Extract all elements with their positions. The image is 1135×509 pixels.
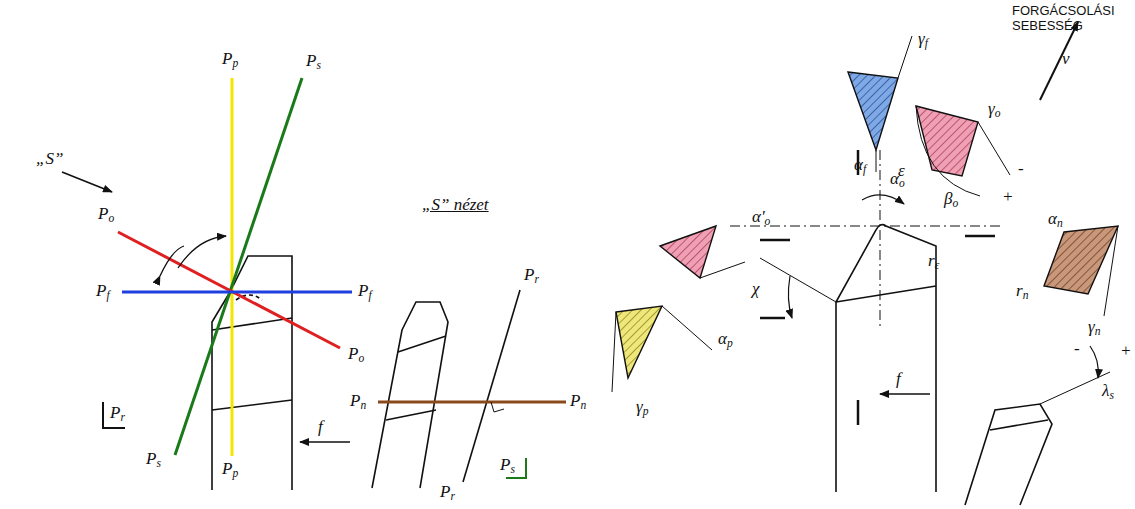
angle-label: αp [718, 330, 733, 351]
section-mark [760, 317, 785, 320]
angle-label: γp [636, 398, 648, 419]
reference-line [760, 258, 836, 302]
angle-label: λs [1102, 382, 1114, 403]
hatched-section [616, 306, 662, 378]
view-label: ε [898, 162, 905, 181]
view-label: f [318, 418, 323, 437]
feed-arrow [880, 393, 930, 395]
insert-line [386, 410, 436, 420]
insert-line [212, 400, 292, 410]
angle-label: rε [928, 252, 939, 273]
tool-outline [965, 404, 1052, 505]
view-label: v [1062, 50, 1070, 69]
plane-label: Pn [350, 392, 366, 413]
hatched-section [1044, 226, 1118, 294]
view-label: + [1002, 188, 1013, 207]
plane-pf [122, 291, 352, 294]
reference-line [700, 262, 745, 278]
right-angle [491, 402, 504, 412]
insert-line [990, 420, 1048, 430]
plane-label: Pf [358, 282, 372, 303]
plane-label: Ps [306, 52, 321, 73]
plane-label: Po [348, 345, 364, 366]
section-gamma-f [848, 36, 912, 172]
section-mark [857, 400, 860, 425]
reference-line [898, 36, 912, 78]
section-alpha-o-prime [660, 226, 745, 278]
view-label: FORGÁCSOLÁSI SEBESSÉG [1012, 4, 1130, 34]
angle-arc [1090, 346, 1098, 378]
angle-label: βo [944, 190, 958, 211]
hatched-section [916, 106, 978, 176]
plane-ps [175, 78, 302, 455]
view-arrow [62, 172, 112, 192]
angle-label: γn [1088, 318, 1100, 339]
reference-line [1040, 372, 1110, 404]
section-mark [965, 235, 995, 238]
insert-line [836, 286, 936, 302]
section-p [612, 306, 712, 392]
view-label: „S” [36, 150, 63, 169]
plane-label: Pr [110, 404, 125, 425]
view-label: „S” nézet [422, 196, 489, 215]
plane-label: Pp [222, 460, 238, 481]
view-label: χ [752, 280, 759, 299]
angle-arc [916, 106, 980, 196]
insert-line [212, 318, 292, 330]
view-label: + [1120, 342, 1131, 361]
tool-side-view [965, 346, 1110, 505]
view-label: f [896, 370, 901, 389]
plane-pr [463, 290, 520, 482]
plane-label: Ps [500, 456, 515, 477]
angle-arc [178, 236, 226, 268]
hatched-section [848, 72, 898, 150]
tool-side-view [372, 302, 448, 488]
reference-line [978, 122, 1010, 175]
section-mark [760, 239, 790, 242]
tool-outline [836, 225, 936, 492]
plane-marker [103, 402, 125, 428]
velocity-arrow [1040, 22, 1078, 100]
feed-arrow [300, 441, 350, 443]
angle-label: γo [988, 100, 1000, 121]
plane-label: Pf [96, 282, 110, 303]
plane-pp [231, 78, 234, 456]
plane-label: Pr [440, 483, 455, 504]
angle-arc [788, 276, 792, 318]
plane-label: Pr [524, 266, 539, 287]
tool-angle-view [730, 145, 1000, 492]
angle-arc [160, 246, 184, 276]
angle-label: α'o [752, 208, 770, 229]
center-line [730, 226, 1000, 227]
plane-po [118, 232, 340, 348]
reference-line [612, 312, 616, 392]
plane-pn [378, 401, 566, 404]
insert-line [398, 336, 446, 352]
hatched-section [660, 226, 716, 278]
tool-outline [372, 302, 448, 488]
angle-arc [862, 195, 904, 204]
plane-label: Ps [146, 450, 161, 471]
reference-line [662, 306, 712, 350]
angle-label: rn [1016, 282, 1028, 303]
center-line [880, 150, 881, 330]
reference-line [1104, 226, 1118, 316]
reference-line [876, 150, 877, 172]
angle-label: γf [918, 30, 928, 51]
angle-label: αf [854, 156, 866, 177]
view-label: - [1018, 160, 1024, 179]
plane-label: Po [98, 205, 114, 226]
section-n [1044, 226, 1118, 316]
angle-label: αn [1048, 210, 1063, 231]
view-label: - [1074, 340, 1080, 359]
plane-label: Pn [570, 392, 586, 413]
plane-label: Pp [222, 50, 238, 71]
section-gamma-o [916, 106, 1010, 196]
